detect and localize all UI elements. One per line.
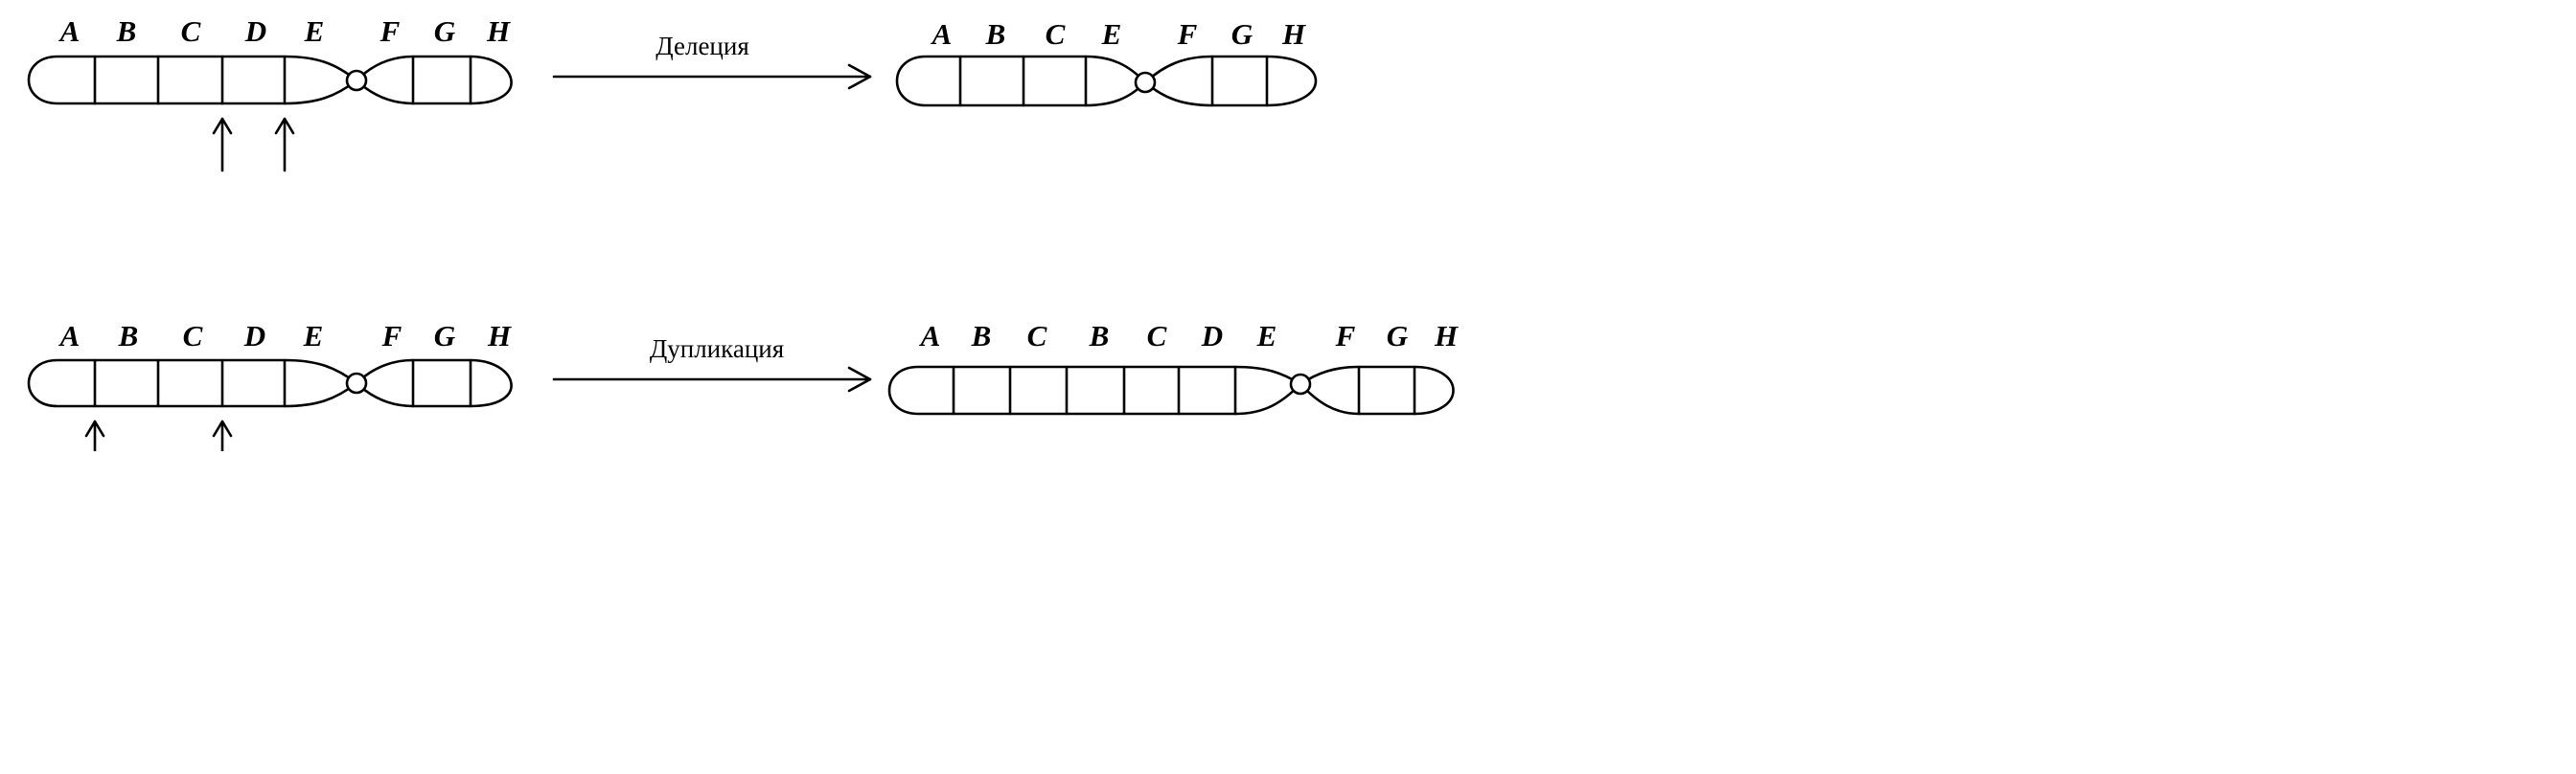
duplication-before-chromosome: A B C D E F G H [27,319,513,408]
chromosome-mutation-diagram: A B C D E F G H Делеция [27,14,1459,451]
gene-label: D [1201,319,1223,353]
centromere-icon [345,372,368,395]
gene-label: A [919,319,941,353]
gene-label: C [1027,319,1047,353]
gene-label: A [931,17,953,51]
gene-label: G [1231,17,1254,51]
centromere-icon [1134,71,1157,94]
gene-label: C [183,319,203,353]
gene-label: G [1387,319,1409,353]
break-point-arrow-icon [212,420,233,451]
transform-arrow-icon [552,366,872,393]
gene-label: G [434,319,456,353]
gene-label: F [380,14,401,48]
gene-label: H [1281,17,1306,51]
deletion-before-chromosome: A B C D E F G H [27,14,513,105]
gene-label: D [244,14,266,48]
gene-label: D [243,319,265,353]
gene-label: C [1046,17,1066,51]
gene-label: B [971,319,992,353]
duplication-row: A B C D E F G H Дупликация [27,319,1459,451]
gene-label: F [1177,17,1198,51]
gene-label: B [118,319,139,353]
gene-label: H [487,319,512,353]
gene-label: F [381,319,402,353]
gene-label: H [486,14,511,48]
duplication-after-chromosome: A B C B C D E F G H [887,319,1459,416]
break-point-arrow-icon [212,117,233,172]
gene-label: F [1335,319,1356,353]
centromere-icon [345,69,368,92]
operation-label-deletion: Делеция [656,32,749,60]
gene-label: E [303,319,324,353]
centromere-icon [1289,373,1312,396]
operation-label-duplication: Дупликация [650,334,784,363]
gene-label: A [58,14,80,48]
transform-arrow-icon [552,63,872,90]
gene-label: H [1434,319,1459,353]
gene-label: A [58,319,80,353]
deletion-row: A B C D E F G H Делеция [27,14,1318,172]
gene-label: E [1256,319,1277,353]
break-point-arrow-icon [84,420,105,451]
gene-label: B [985,17,1006,51]
gene-label: G [434,14,456,48]
gene-label: C [1147,319,1167,353]
gene-label: B [116,14,137,48]
gene-label: E [304,14,325,48]
deletion-after-chromosome: A B C E F G H [895,17,1318,107]
gene-label: B [1089,319,1110,353]
gene-label: E [1101,17,1122,51]
gene-label: C [181,14,201,48]
break-point-arrow-icon [274,117,295,172]
